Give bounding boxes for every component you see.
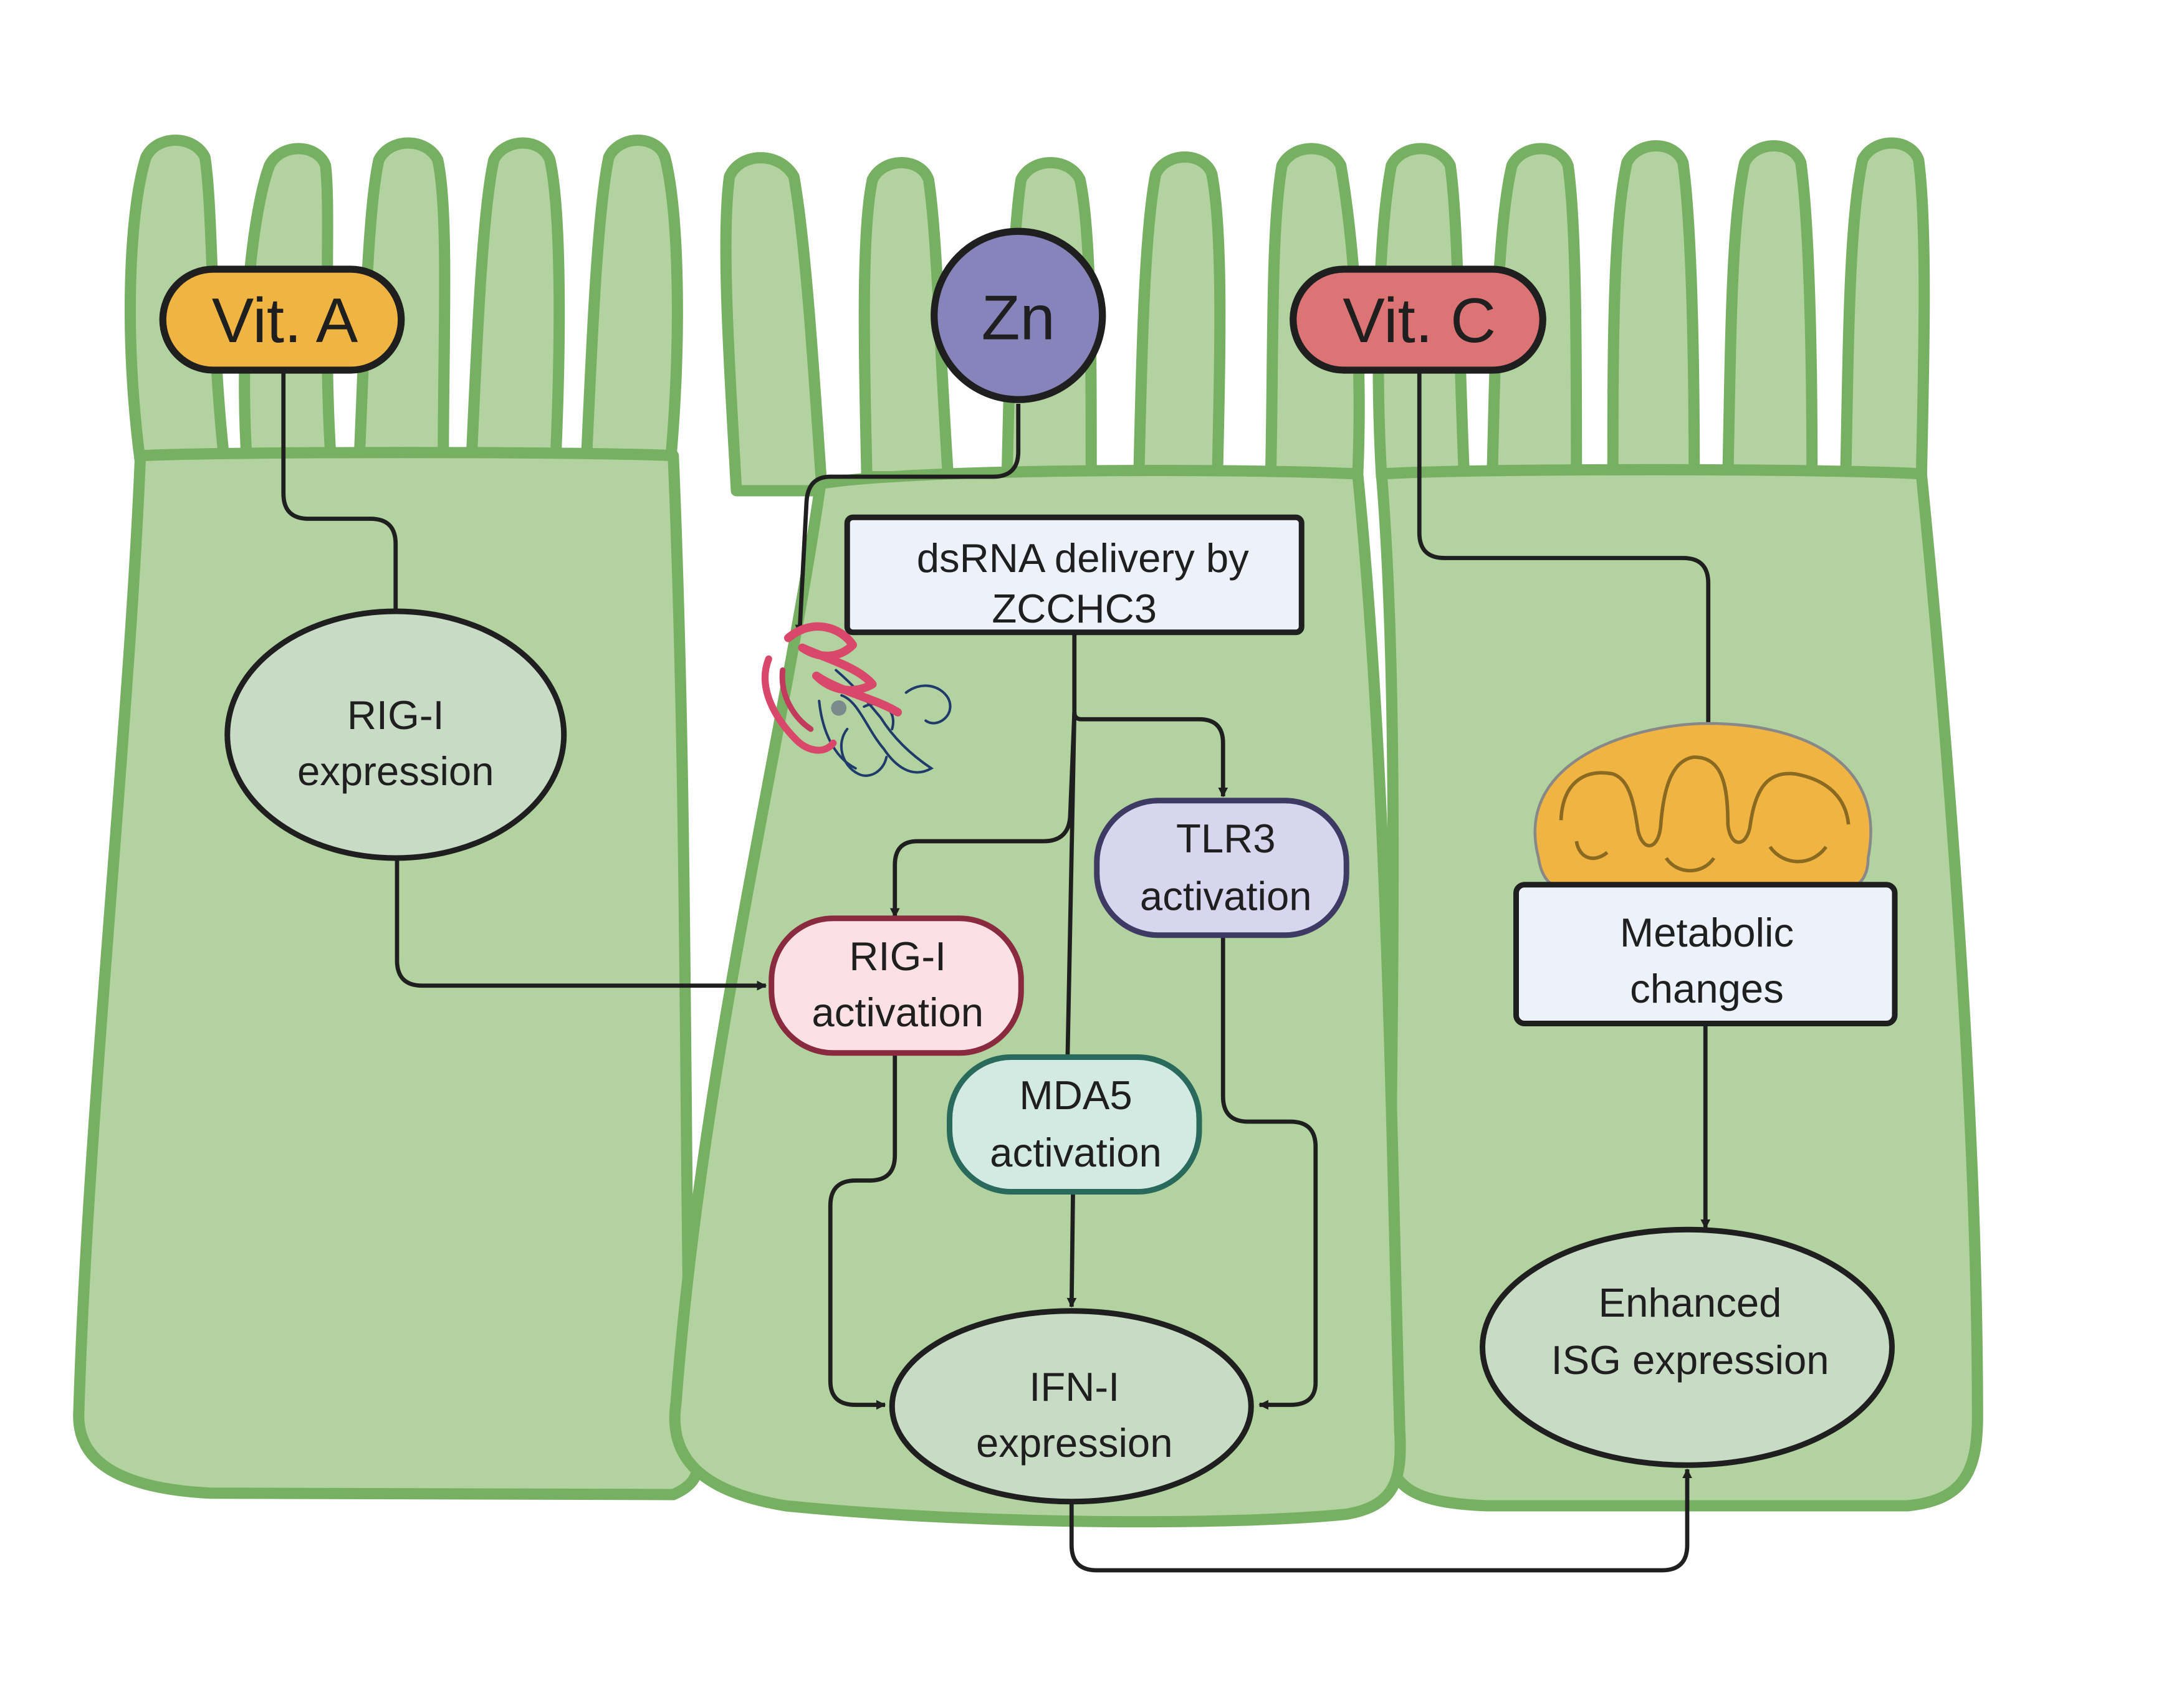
microvilli-right: [1372, 137, 1930, 482]
cell-body-middle: [669, 465, 1406, 1528]
arrow-rig1-expression-to-rig1-activation: [395, 858, 767, 991]
isg-expression-line2: ISG expression: [1551, 1337, 1829, 1383]
tlr3-activation-line1: TLR3: [1176, 816, 1276, 861]
metabolic-changes-line2: changes: [1630, 966, 1784, 1011]
node-metabolic-changes: Metabolic changes: [1513, 882, 1898, 1026]
ifn1-expression-line1: IFN-I: [1029, 1364, 1119, 1410]
zn-label: Zn: [982, 283, 1055, 353]
node-rig1-activation: RIG-I activation: [769, 915, 1024, 1056]
arrow-ifn1-to-isg: [1069, 1468, 1692, 1573]
node-dsrna-delivery: dsRNA delivery by ZCCHC3: [844, 514, 1305, 636]
arrow-vitc-to-mitochondrion: [1417, 367, 1713, 742]
arrow-dsrna-to-rig1-activation: [889, 712, 1077, 918]
node-rig1-expression: RIG-I expression: [224, 608, 567, 861]
zn-badge: Zn: [931, 227, 1106, 403]
ifn1-expression-line2: expression: [976, 1420, 1173, 1466]
connectors: [281, 367, 1713, 1573]
rig1-activation-line2: activation: [812, 990, 984, 1035]
arrow-tlr3-to-ifn1: [1220, 937, 1318, 1410]
rig1-expression-line2: expression: [297, 748, 494, 794]
isg-expression-line1: Enhanced: [1599, 1280, 1782, 1325]
node-isg-expression: Enhanced ISG expression: [1480, 1226, 1895, 1468]
mitochondrion-icon: [1533, 722, 1872, 894]
node-tlr3-activation: TLR3 activation: [1094, 798, 1349, 938]
node-mda5-activation: MDA5 activation: [947, 1054, 1202, 1195]
tlr3-activation-line2: activation: [1140, 873, 1312, 918]
vit-c-badge: Vit. C: [1290, 265, 1546, 374]
arrow-vita-to-rig1-expression: [281, 367, 401, 666]
mda5-activation-line2: activation: [990, 1130, 1162, 1175]
vit-a-badge: Vit. A: [159, 265, 405, 374]
dsrna-delivery-line2: ZCCHC3: [992, 586, 1157, 631]
zcchc3-protein-icon: [761, 622, 952, 777]
arrow-rig1-activation-to-ifn1: [828, 1054, 898, 1410]
mda5-activation-line1: MDA5: [1019, 1072, 1132, 1118]
arrow-dsrna-to-mda5: [1062, 712, 1077, 1070]
vit-a-label: Vit. A: [212, 285, 358, 356]
vit-c-label: Vit. C: [1343, 285, 1496, 356]
arrow-mda5-to-ifn1: [1066, 1193, 1077, 1308]
rig1-activation-line1: RIG-I: [849, 933, 946, 979]
arrow-zn-to-protein: [795, 404, 1021, 635]
dsrna-delivery-line1: dsRNA delivery by: [917, 535, 1249, 581]
rig1-expression-line1: RIG-I: [347, 692, 444, 738]
node-ifn1-expression: IFN-I expression: [889, 1308, 1254, 1505]
metabolic-changes-line1: Metabolic: [1620, 910, 1794, 955]
